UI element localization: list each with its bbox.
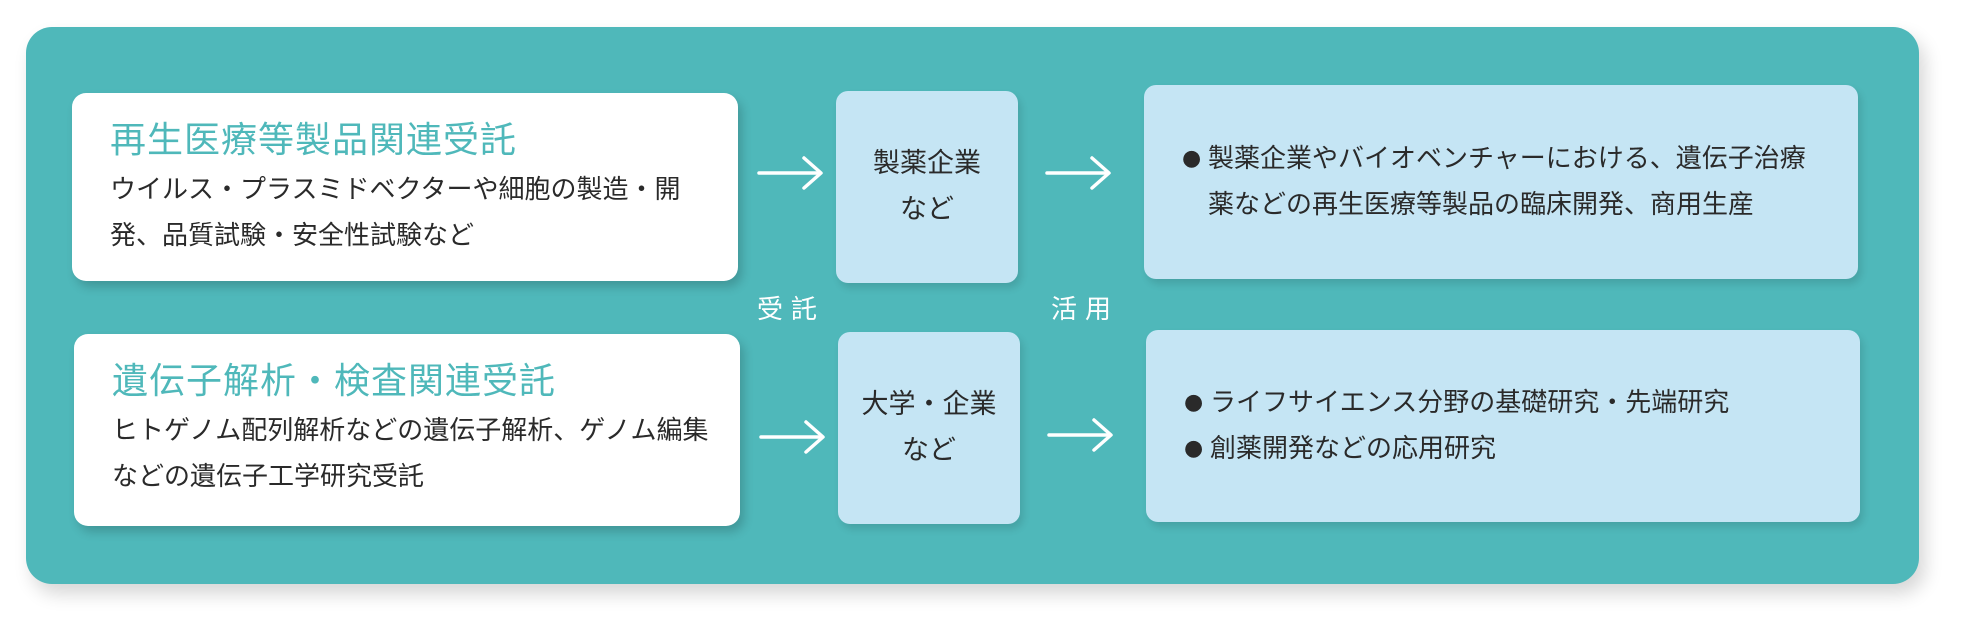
- client-suffix: など: [902, 435, 956, 466]
- bullet-icon: ●: [1182, 146, 1202, 171]
- service-box-genetic: 遺伝子解析・検査関連受託 ヒトゲノム配列解析などの遺伝子解析、ゲノム編集などの遺…: [74, 334, 740, 526]
- bullet-icon: ●: [1184, 436, 1204, 461]
- client-box-university: 大学・企業 など: [838, 332, 1020, 524]
- client-label: 大学・企業: [861, 389, 997, 420]
- use-item: ● ライフサイエンス分野の基礎研究・先端研究: [1184, 380, 1830, 426]
- service-title: 遺伝子解析・検査関連受託: [112, 361, 557, 402]
- diagram-panel: 再生医療等製品関連受託 ウイルス・プラスミドベクターや細胞の製造・開発、品質試験…: [26, 27, 1919, 584]
- service-title: 再生医療等製品関連受託: [110, 120, 518, 161]
- use-item: ● 創薬開発などの応用研究: [1184, 426, 1830, 472]
- arrow-right-icon: [1045, 156, 1111, 190]
- use-text: 創薬開発などの応用研究: [1210, 434, 1497, 464]
- use-box-regenerative: ● 製薬企業やバイオベンチャーにおける、遺伝子治療薬などの再生医療等製品の臨床開…: [1144, 85, 1858, 279]
- service-box-regenerative: 再生医療等製品関連受託 ウイルス・プラスミドベクターや細胞の製造・開発、品質試験…: [72, 93, 738, 281]
- use-item: ● 製薬企業やバイオベンチャーにおける、遺伝子治療薬などの再生医療等製品の臨床開…: [1182, 136, 1828, 228]
- client-box-pharma: 製薬企業 など: [836, 91, 1018, 283]
- client-label: 製薬企業: [873, 148, 981, 179]
- arrow-right-icon: [759, 420, 825, 454]
- flow-label-utilize: 活用: [1051, 295, 1120, 325]
- arrow-right-icon: [757, 156, 823, 190]
- service-description: ヒトゲノム配列解析などの遺伝子解析、ゲノム編集などの遺伝子工学研究受託: [112, 416, 709, 492]
- use-text: ライフサイエンス分野の基礎研究・先端研究: [1210, 388, 1730, 418]
- arrow-right-icon: [1047, 418, 1113, 452]
- client-suffix: など: [900, 194, 954, 225]
- use-text: 製薬企業やバイオベンチャーにおける、遺伝子治療薬などの再生医療等製品の臨床開発、…: [1208, 144, 1806, 220]
- use-box-genetic: ● ライフサイエンス分野の基礎研究・先端研究 ● 創薬開発などの応用研究: [1146, 330, 1860, 522]
- flow-label-outsource: 受託: [757, 295, 826, 325]
- service-description: ウイルス・プラスミドベクターや細胞の製造・開発、品質試験・安全性試験など: [110, 175, 681, 251]
- bullet-icon: ●: [1184, 390, 1204, 415]
